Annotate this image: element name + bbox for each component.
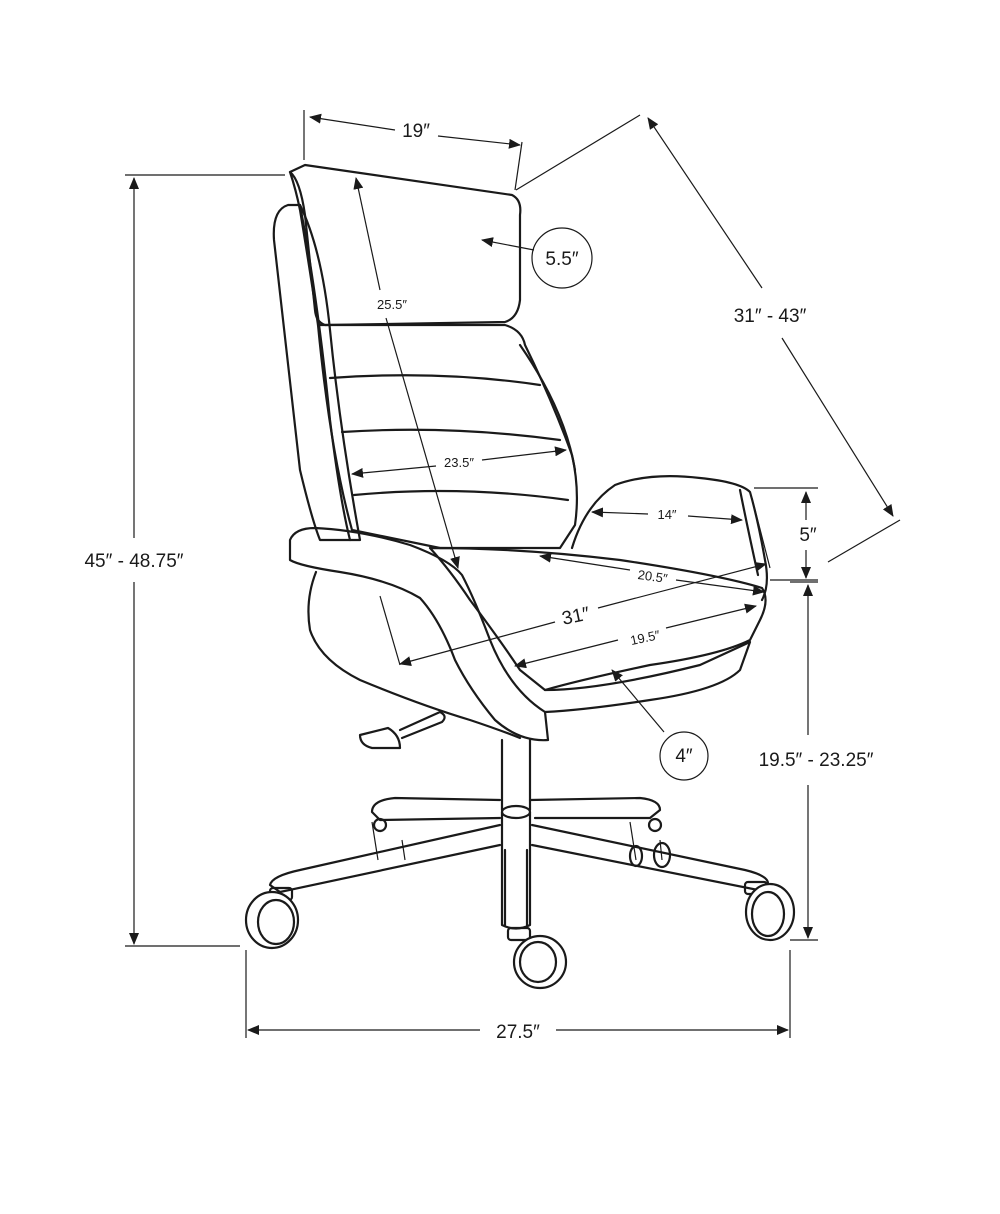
- tilt-lever: [398, 710, 446, 740]
- caster-left: [244, 886, 300, 950]
- label-back-height: 25.5″: [377, 297, 407, 312]
- gas-cylinder: [500, 738, 532, 812]
- label-back-width: 19″: [402, 121, 430, 142]
- caster-right: [743, 880, 796, 942]
- label-arm-height: 5″: [799, 525, 817, 546]
- label-seat-thickness: 4″: [675, 746, 693, 767]
- right-armrest: [570, 475, 769, 602]
- label-overall-width: 31″: [560, 603, 592, 629]
- label-depth-range: 31″ - 43″: [734, 306, 807, 327]
- caster-front: [506, 926, 568, 990]
- label-headrest-thickness: 5.5″: [545, 249, 578, 270]
- label-base-width: 27.5″: [496, 1022, 540, 1043]
- dimension-labels: 19″ 5.5″ 25.5″ 31″ - 43″ 23.5″ 14″ 5″ 45…: [84, 121, 873, 1043]
- dimension-lines: [125, 110, 901, 1038]
- back-cushion: [316, 323, 578, 550]
- star-base: [268, 796, 770, 927]
- headrest: [288, 163, 522, 327]
- seat-cushion: [428, 546, 767, 692]
- chair-illustration: [244, 163, 796, 990]
- label-overall-height: 45″ - 48.75″: [84, 551, 183, 572]
- label-arm-length: 14″: [657, 507, 676, 522]
- label-back-inner-width: 23.5″: [444, 455, 474, 470]
- caster-back-right: [652, 841, 672, 869]
- left-armrest: [288, 526, 550, 742]
- label-seat-height: 19.5″ - 23.25″: [759, 750, 874, 771]
- label-seat-depth: 20.5″: [637, 567, 669, 586]
- label-seat-width: 19.5″: [629, 627, 662, 648]
- back-shell: [272, 203, 362, 542]
